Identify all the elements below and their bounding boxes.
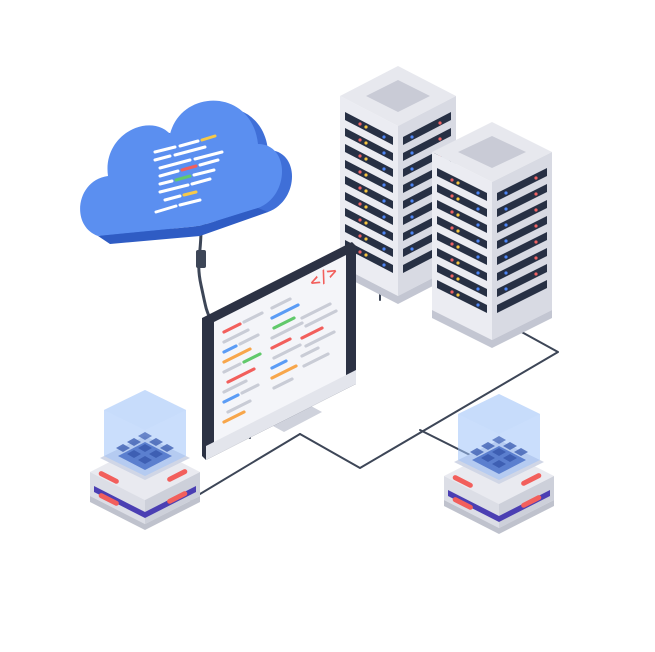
monitor-icon: </> bbox=[202, 242, 356, 460]
hologram-grid-icon bbox=[458, 394, 540, 480]
storage-node-icon bbox=[90, 390, 200, 530]
server-rack-icon bbox=[432, 122, 552, 348]
cloud-icon bbox=[80, 100, 292, 244]
screen-code-lines bbox=[222, 297, 338, 424]
storage-node-icon bbox=[444, 394, 554, 534]
cloud-code-lines bbox=[153, 134, 224, 214]
hologram-grid-icon bbox=[104, 390, 186, 476]
